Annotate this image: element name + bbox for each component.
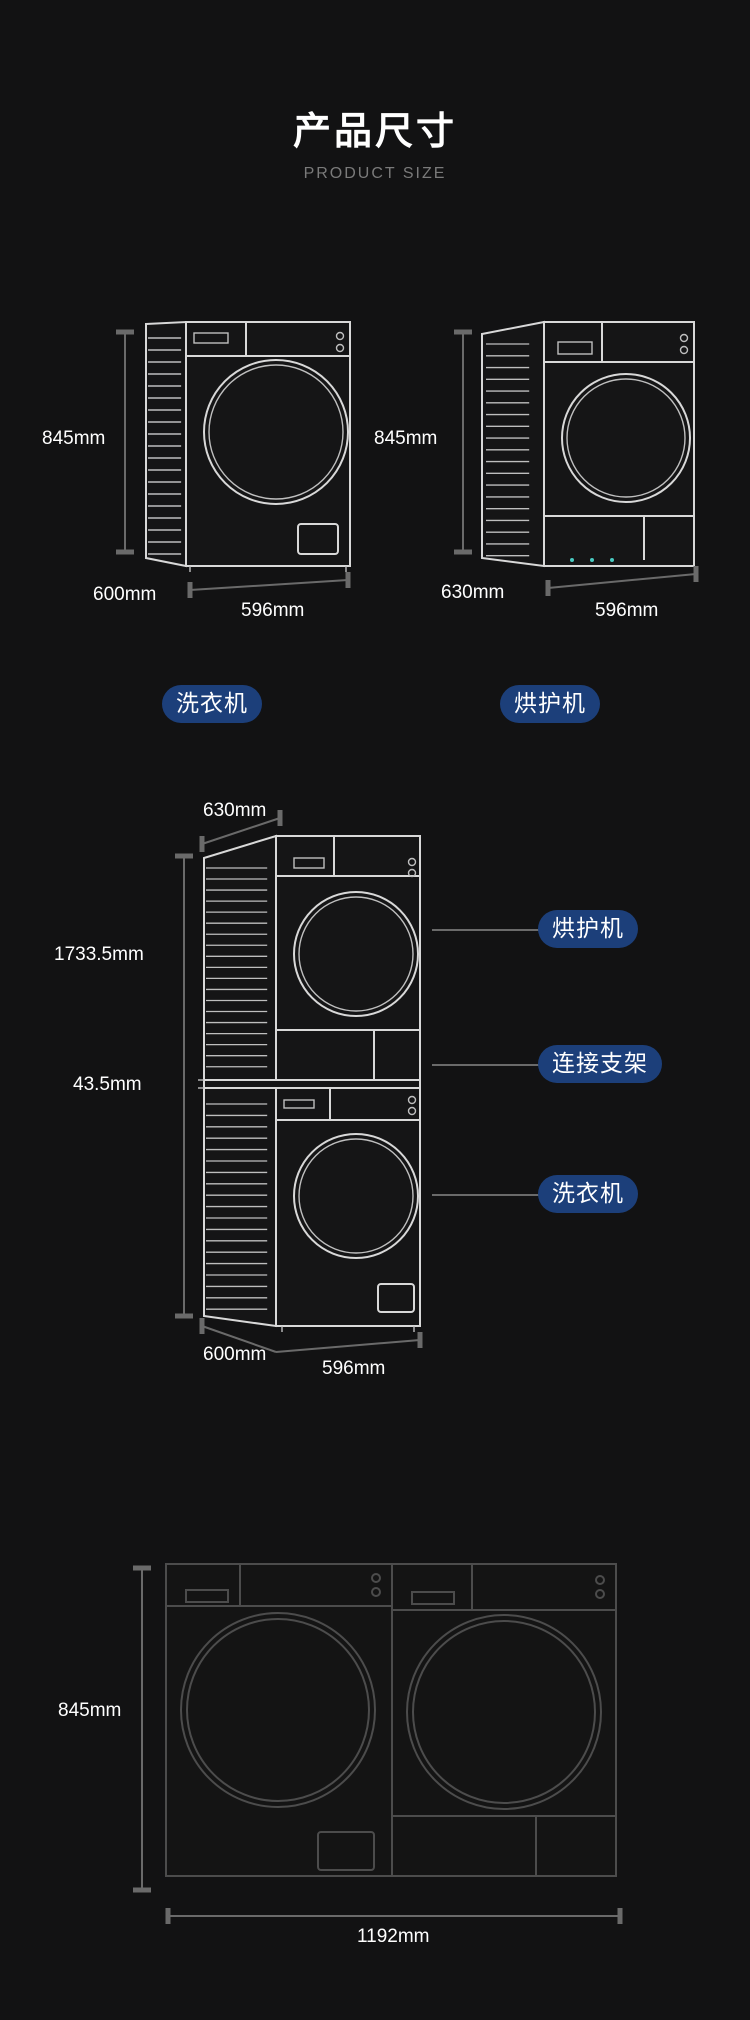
stacked-washer-pill: 洗衣机 <box>538 1175 638 1213</box>
washer-label-pill: 洗衣机 <box>162 685 262 723</box>
washer-depth-label: 600mm <box>93 584 157 605</box>
stacked-bracket-pill: 连接支架 <box>538 1045 662 1083</box>
stacked-dryer-pill: 烘护机 <box>538 910 638 948</box>
dryer-depth-label: 630mm <box>441 582 505 603</box>
washer-drawing <box>145 320 351 572</box>
stacked-total-height-label: 1733.5mm <box>54 944 144 965</box>
page-subtitle: PRODUCT SIZE <box>303 165 447 182</box>
stacked-dimension-lines <box>175 810 540 1353</box>
washer-height-label: 845mm <box>42 428 106 449</box>
stacked-top-depth-label: 630mm <box>203 800 267 821</box>
dryer-drawing <box>481 320 695 568</box>
dryer-width-label: 596mm <box>595 600 659 621</box>
bracket-height-label: 43.5mm <box>73 1074 142 1095</box>
side-by-side-width-label: 1192mm <box>357 1926 430 1947</box>
stacked-bottom-depth-label: 600mm <box>203 1344 267 1365</box>
stacked-unit-drawing <box>203 834 421 1332</box>
washer-dimension-lines <box>116 329 351 598</box>
side-by-side-height-label: 845mm <box>58 1700 122 1721</box>
dryer-label-pill: 烘护机 <box>500 685 600 723</box>
washer-width-label: 596mm <box>241 600 305 621</box>
page-title: 产品尺寸 <box>292 109 457 153</box>
side-by-side-dimension-lines <box>133 1565 623 1924</box>
side-by-side-drawing <box>165 1563 617 1877</box>
stacked-width-label: 596mm <box>322 1358 386 1379</box>
dryer-dimension-lines <box>454 329 699 596</box>
dryer-height-label: 845mm <box>374 428 438 449</box>
